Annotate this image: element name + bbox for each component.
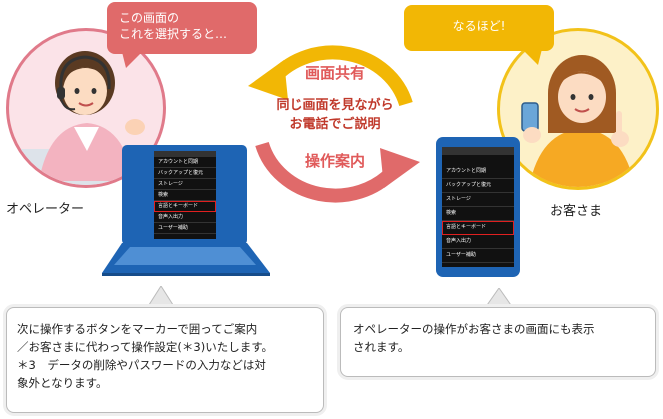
phone-menu-item: ストレージ <box>442 193 514 207</box>
laptop-menu-item: ストレージ <box>154 179 216 190</box>
phone-menu: アカウントと同期 バックアップと復元 ストレージ 検索 言語とキーボード 音声入… <box>442 165 514 263</box>
customer-bubble-text: なるほど! <box>452 19 506 33</box>
left-box-line2: ／お客さまに代わって操作設定(＊3)いたします。 <box>17 340 274 354</box>
laptop-menu-item-highlighted: 言語とキーボード <box>154 201 216 212</box>
center-line1: 同じ画面を見ながら <box>276 98 394 113</box>
operator-description-box: 次に操作するボタンをマーカーで囲ってご案内 ／お客さまに代わって操作設定(＊3)… <box>6 307 324 413</box>
operator-bubble-line1: この画面の <box>119 11 180 25</box>
operator-bubble-tail <box>122 52 142 68</box>
phone-menu-item: 音声入出力 <box>442 235 514 249</box>
smartphone: アカウントと同期 バックアップと復元 ストレージ 検索 言語とキーボード 音声入… <box>436 137 520 277</box>
right-box-line2: されます。 <box>353 340 410 354</box>
phone-menu-item: ユーザー補助 <box>442 249 514 263</box>
customer-circle <box>497 28 659 190</box>
laptop-keyboard <box>102 243 270 276</box>
phone-menu-item: バックアップと復元 <box>442 179 514 193</box>
phone-menu-item: アカウントと同期 <box>442 165 514 179</box>
left-box-line1: 次に操作するボタンをマーカーで囲ってご案内 <box>17 322 258 336</box>
arrow-bottom-head <box>380 148 420 188</box>
operation-guide-label: 操作案内 <box>304 152 365 170</box>
operator-bubble-line2: これを選択すると… <box>119 27 228 41</box>
laptop-menu-item: 音声入出力 <box>154 212 216 223</box>
laptop: アカウントと同期 バックアップと復元 ストレージ 検索 言語とキーボード 音声入… <box>100 145 272 277</box>
center-line2: お電話でご説明 <box>289 117 381 132</box>
left-box-pointer <box>146 286 176 308</box>
center-description: 同じ画面を見ながら お電話でご説明 <box>250 96 420 134</box>
laptop-menu-item: バックアップと復元 <box>154 168 216 179</box>
left-box-line4: 象外となります。 <box>17 376 108 390</box>
customer-speech-bubble: なるほど! <box>404 5 554 51</box>
customer-bubble-tail <box>522 49 542 65</box>
laptop-screen: アカウントと同期 バックアップと復元 ストレージ 検索 言語とキーボード 音声入… <box>154 151 216 239</box>
left-box-line3: ＊3 データの削除やパスワードの入力などは対 <box>17 358 266 372</box>
arrow-top-head <box>248 60 288 100</box>
laptop-menu-item: ユーザー補助 <box>154 223 216 234</box>
laptop-screen-frame: アカウントと同期 バックアップと復元 ストレージ 検索 言語とキーボード 音声入… <box>122 145 247 245</box>
laptop-menu-item: 検索 <box>154 190 216 201</box>
right-box-line1: オペレーターの操作がお客さまの画面にも表示 <box>353 322 595 336</box>
operator-label: オペレーター <box>6 202 85 217</box>
customer-description-box: オペレーターの操作がお客さまの画面にも表示 されます。 <box>340 307 656 377</box>
screen-share-label: 画面共有 <box>304 64 365 82</box>
right-box-pointer <box>484 288 514 308</box>
sync-arrows <box>248 45 420 203</box>
phone-screen: アカウントと同期 バックアップと復元 ストレージ 検索 言語とキーボード 音声入… <box>442 147 514 267</box>
operator-speech-bubble: この画面の これを選択すると… <box>107 2 257 54</box>
laptop-menu-item: アカウントと同期 <box>154 157 216 168</box>
customer-illustration <box>521 55 635 187</box>
laptop-menu: アカウントと同期 バックアップと復元 ストレージ 検索 言語とキーボード 音声入… <box>154 157 216 234</box>
phone-menu-item-highlighted: 言語とキーボード <box>442 221 514 235</box>
phone-menu-item: 検索 <box>442 207 514 221</box>
customer-label: お客さま <box>550 204 603 219</box>
